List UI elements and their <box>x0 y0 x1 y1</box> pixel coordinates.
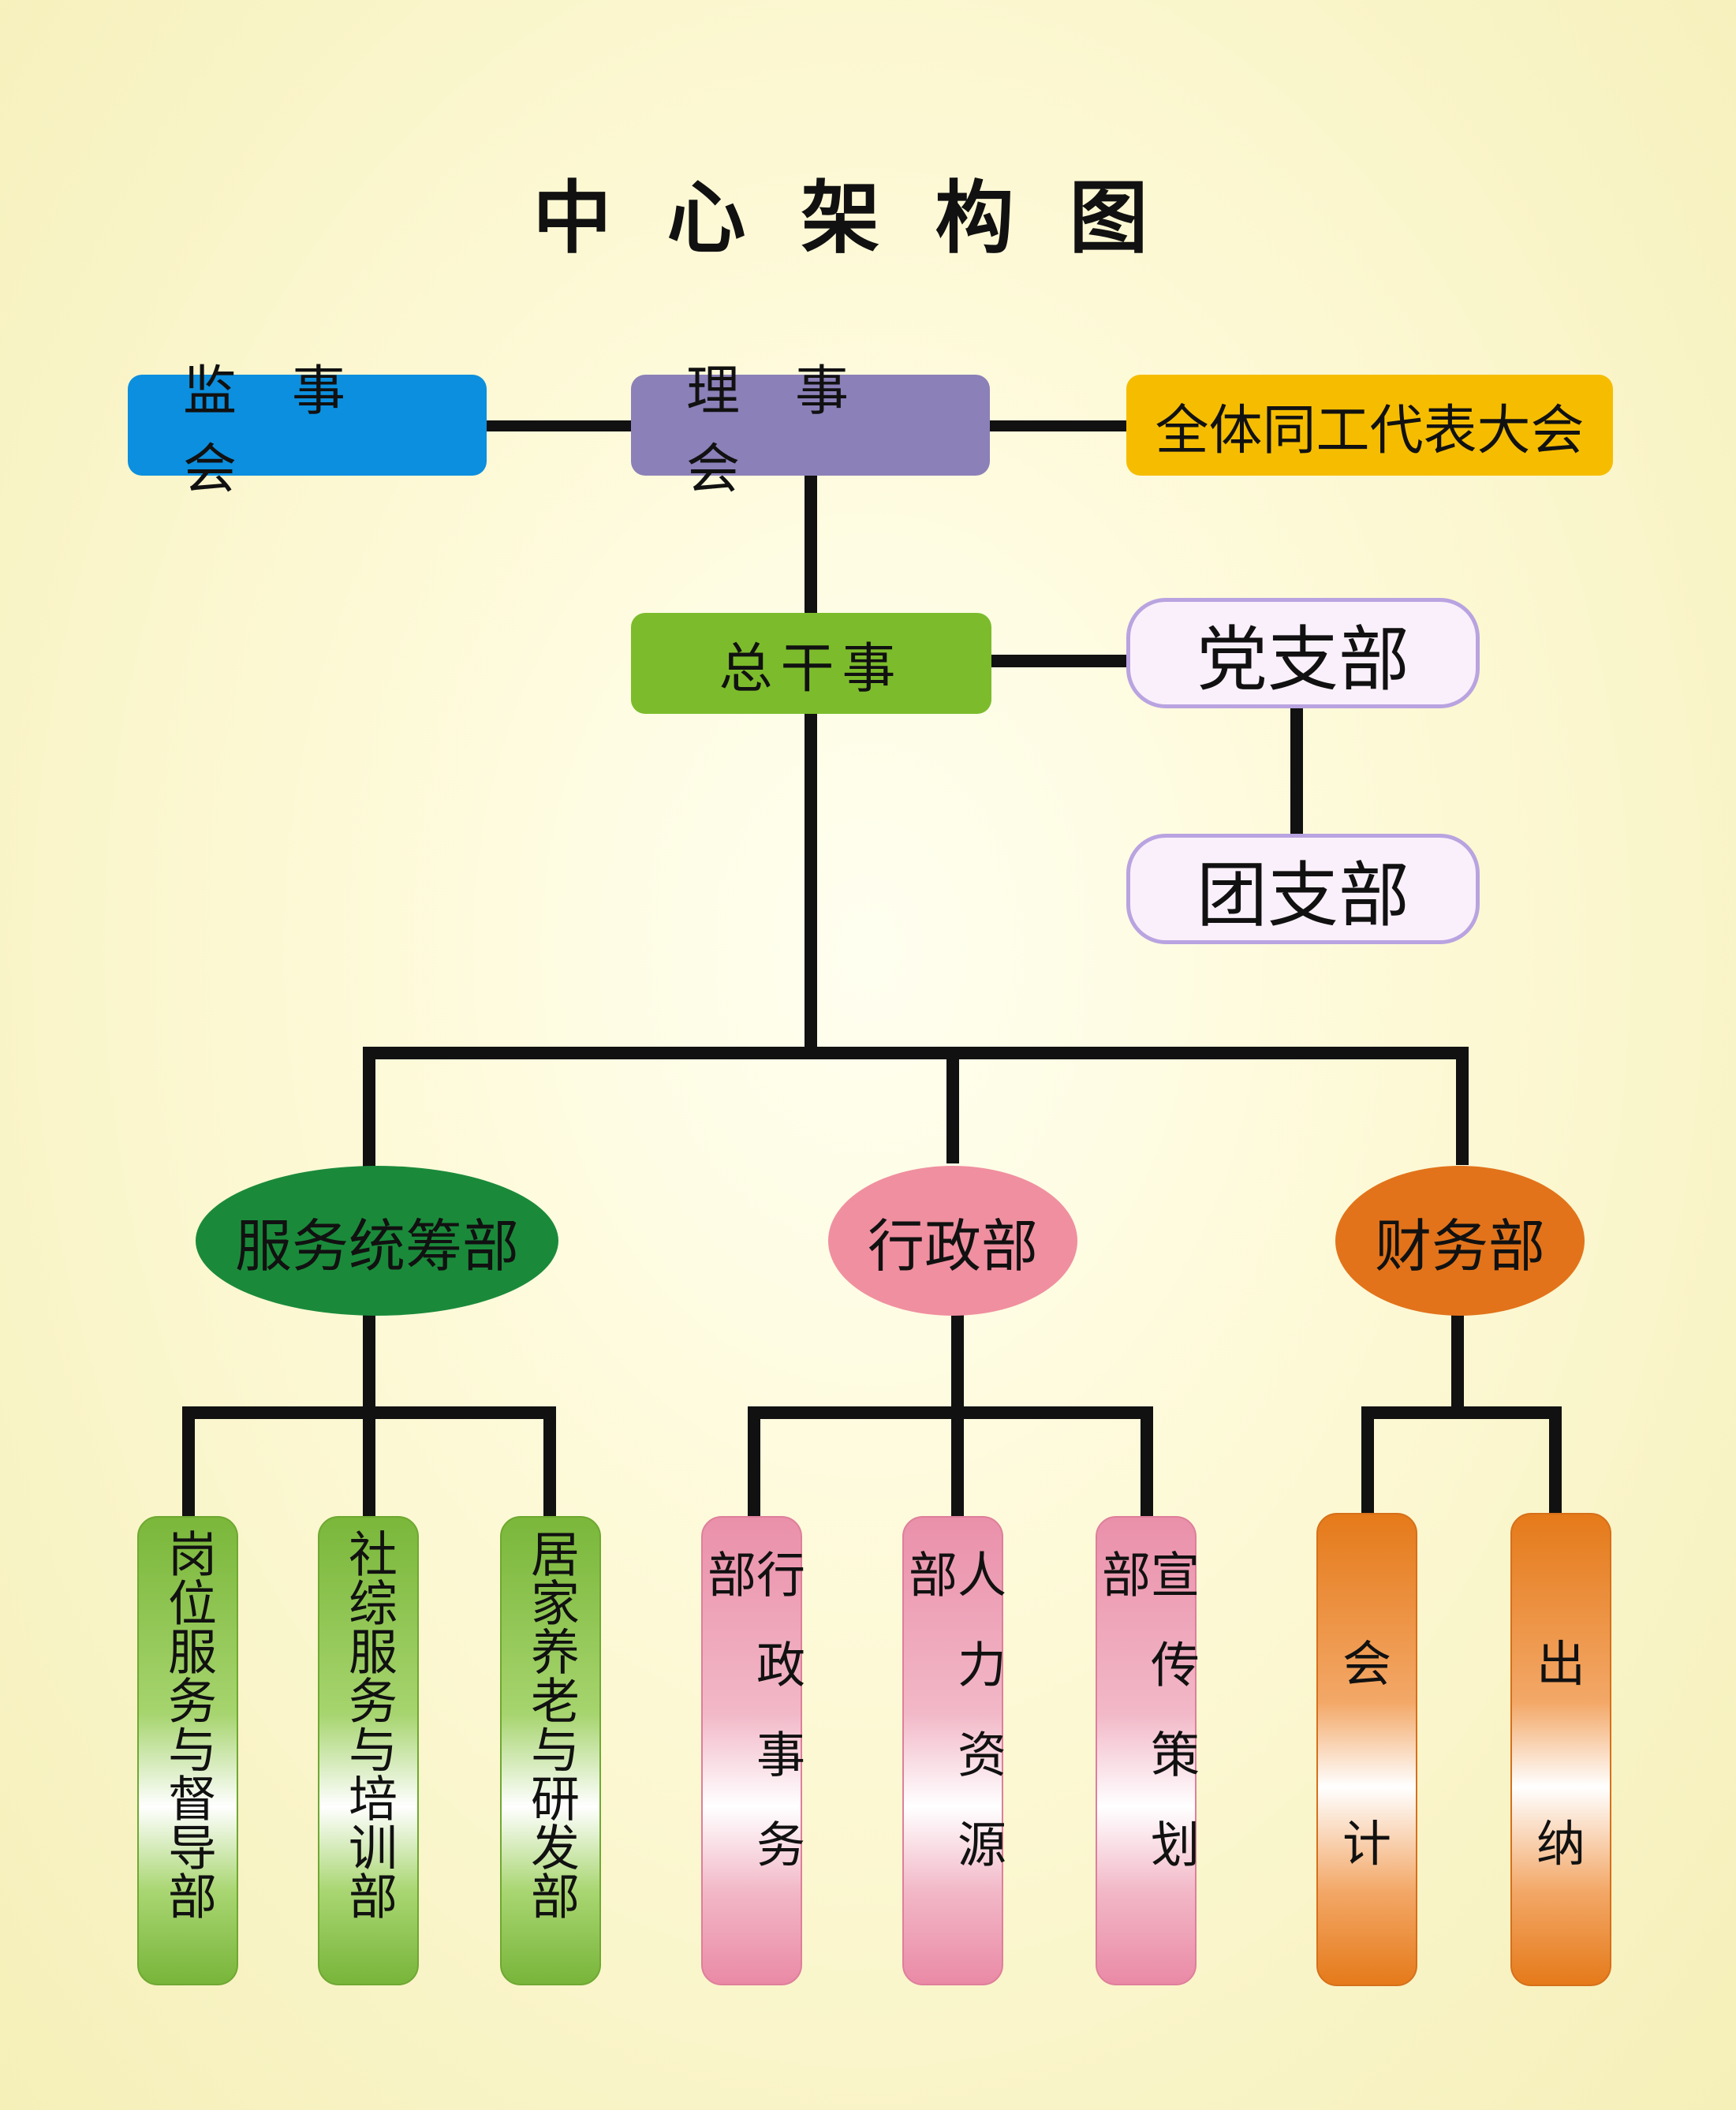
supervisors-box: 监事会 <box>128 360 487 501</box>
dept-administration: 行政部 <box>828 1166 1077 1316</box>
dept-service-coordination: 服务统筹部 <box>196 1166 558 1316</box>
party-branch-box: 党支部 <box>1126 598 1480 708</box>
unit-social-service-training: 社综服务与培训部 <box>318 1516 419 1985</box>
chart-title: 中心架构图 <box>532 171 1204 264</box>
secretary-general-box: 总干事 <box>631 613 991 714</box>
unit-home-elderly-rd: 居家养老与研发部 <box>500 1516 601 1985</box>
dept-finance: 财务部 <box>1335 1166 1585 1316</box>
unit-accounting: 会 计 <box>1316 1513 1417 1986</box>
unit-admin-affairs: 行政事务部 <box>699 1516 805 1985</box>
board-box: 理事会 <box>631 360 990 501</box>
unit-human-resources: 人力资源部 <box>900 1516 1006 1985</box>
unit-cashier: 出 纳 <box>1510 1513 1611 1986</box>
unit-publicity-planning: 宣传策划部 <box>1093 1516 1200 1985</box>
unit-post-service-supervision: 岗位服务与督导部 <box>137 1516 238 1985</box>
assembly-box: 全体同工代表大会 <box>1126 375 1613 476</box>
youth-branch-box: 团支部 <box>1126 834 1480 944</box>
